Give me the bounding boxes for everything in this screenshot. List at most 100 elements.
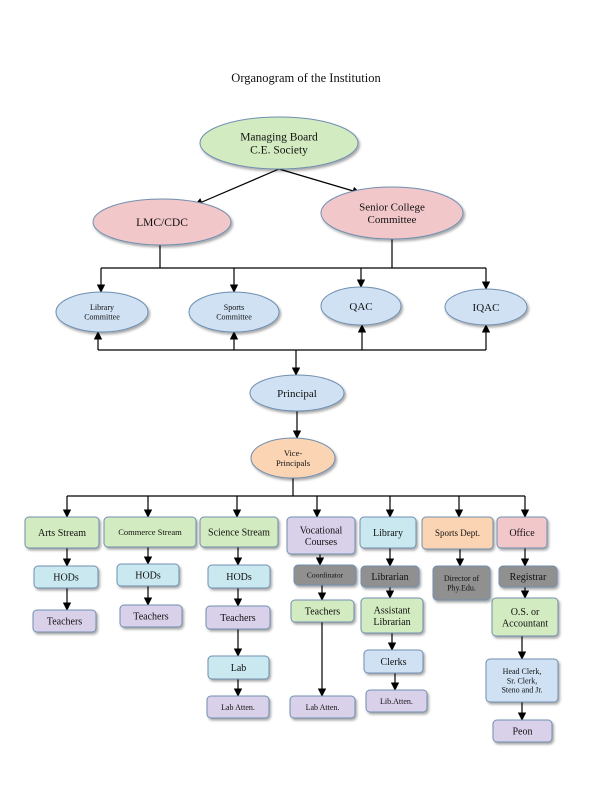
node-shape (496, 516, 548, 549)
node-shape (289, 695, 356, 719)
node-com-hods: HODs (116, 563, 180, 587)
node-label: Steno and Jr. (501, 686, 542, 695)
node-label: Principal (277, 388, 317, 400)
node-label: HODs (53, 573, 79, 584)
node-sci-lab-atten: Lab Atten. (206, 695, 270, 719)
node-label: Vocational (300, 525, 343, 536)
node-label: O.S. or (511, 607, 540, 618)
node-voc-lab-atten: Lab Atten. (289, 695, 356, 719)
node-label: Committee (368, 214, 417, 226)
node-shape (491, 597, 559, 637)
node-label: Commerce Stream (118, 527, 182, 537)
node-label: Phy.Edu. (447, 583, 476, 592)
node-com-teachers: Teachers (119, 604, 183, 628)
node-label: Clerks (380, 657, 406, 668)
node-shape (365, 689, 428, 713)
node-label: Principals (276, 458, 310, 468)
connector-line (194, 168, 280, 206)
node-arts: Arts Stream (24, 516, 100, 549)
connector-lines (62, 168, 530, 721)
node-shape (103, 516, 197, 548)
node-commerce: Commerce Stream (103, 516, 197, 548)
node-label: Committee (84, 312, 120, 321)
node-shape (249, 374, 345, 412)
node-label: Sports Dept. (435, 528, 480, 538)
node-shape (33, 565, 99, 589)
node-label: HODs (226, 572, 252, 583)
node-shape (421, 516, 494, 550)
node-shape (359, 516, 417, 549)
node-principal: Principal (249, 374, 345, 412)
node-sports-dept: Sports Dept. (421, 516, 494, 550)
node-label: Vice- (284, 448, 303, 458)
node-registrar: Registrar (498, 565, 558, 588)
node-label: Lab Atten. (221, 703, 255, 712)
node-shape (199, 516, 279, 548)
node-label: Librarian (371, 572, 408, 583)
node-shape (207, 564, 271, 589)
node-label: Head Clerk, (503, 667, 542, 676)
node-label: Library (373, 528, 403, 539)
node-shape (320, 186, 464, 240)
node-label: Courses (305, 537, 337, 548)
node-shape (492, 719, 553, 743)
node-lib-atten: Lib.Atten. (365, 689, 428, 713)
node-shape (206, 695, 270, 719)
node-label: IQAC (473, 302, 500, 314)
node-arts-hods: HODs (33, 565, 99, 589)
node-library: Library (359, 516, 417, 549)
node-label: C.E. Society (250, 145, 308, 157)
node-office: Office (496, 516, 548, 549)
node-shape (485, 658, 559, 703)
node-shape (444, 288, 528, 326)
node-shape (432, 565, 491, 601)
node-shape (286, 516, 356, 555)
node-shape (360, 565, 420, 588)
node-shape (24, 516, 100, 549)
node-iqac: IQAC (444, 288, 528, 326)
connector-line (278, 168, 361, 195)
node-librarian: Librarian (360, 565, 420, 588)
node-label: LMC/CDC (136, 217, 188, 229)
node-shape (363, 649, 424, 674)
node-label: Office (509, 528, 535, 539)
node-vice: Vice-Principals (250, 437, 336, 479)
node-shape (250, 437, 336, 479)
node-label: Teachers (47, 617, 82, 628)
node-shape (290, 599, 355, 623)
node-label: Director of (444, 574, 480, 583)
node-shape (205, 605, 271, 630)
node-shape (116, 563, 180, 587)
node-label: Lab (231, 663, 247, 674)
node-label: Committee (216, 312, 252, 321)
node-shape (199, 116, 359, 170)
node-head-clerk: Head Clerk,Sr. Clerk,Steno and Jr. (485, 658, 559, 703)
node-shape (360, 597, 424, 634)
node-shape (188, 291, 280, 333)
node-sci-teachers: Teachers (205, 605, 271, 630)
node-label: Teachers (133, 612, 168, 623)
node-label: Managing Board (240, 131, 318, 143)
node-shape (293, 564, 357, 586)
node-label: QAC (349, 301, 372, 313)
node-shape (55, 291, 149, 333)
node-label: Teachers (220, 613, 255, 624)
node-label: Science Stream (208, 528, 270, 539)
node-label: Sr. Clerk, (507, 676, 537, 685)
node-label: Coordinator (307, 571, 344, 580)
node-science: Science Stream (199, 516, 279, 548)
node-label: Lib.Atten. (380, 697, 413, 706)
node-shape (119, 604, 183, 628)
node-label: Arts Stream (38, 528, 86, 539)
node-label: Accountant (502, 618, 548, 629)
node-label: Senior College (359, 202, 425, 214)
